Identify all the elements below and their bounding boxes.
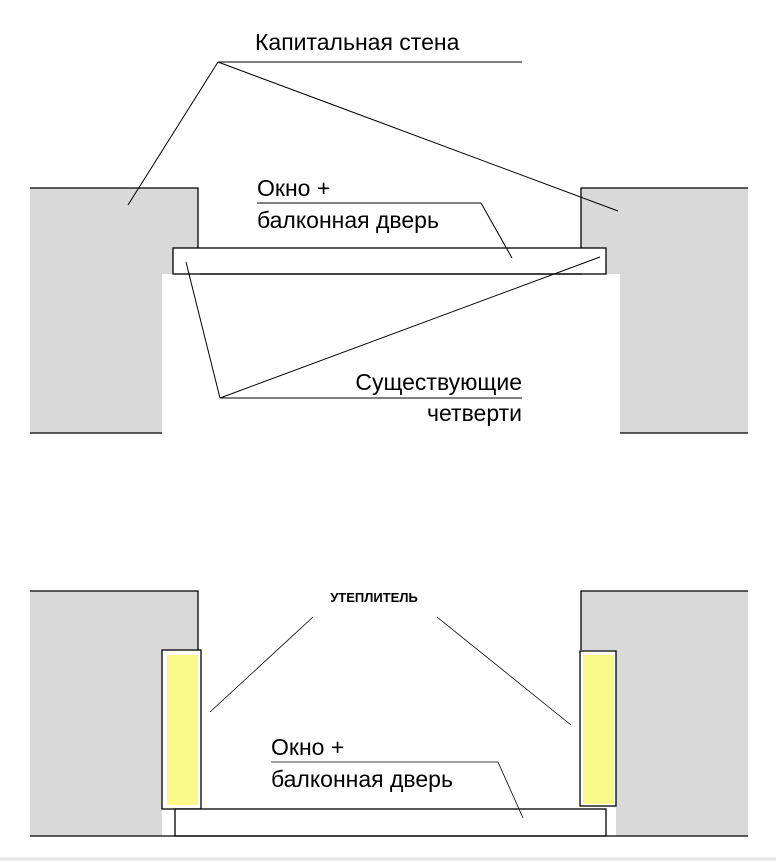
bottom-diagram: УТЕПЛИТЕЛЬ Окно + балконная дверь [30, 590, 748, 837]
window-label-line2: балконная дверь [271, 766, 453, 792]
window-label-line2: балконная дверь [257, 207, 439, 233]
right-wall [581, 188, 748, 433]
window-label-line1: Окно + [257, 175, 330, 201]
wall-label: Капитальная стена [255, 29, 460, 55]
quarters-label-line1: Существующие [355, 369, 522, 395]
window-label-line1: Окно + [271, 734, 344, 760]
left-wall [30, 188, 198, 433]
insulation-label: УТЕПЛИТЕЛЬ [330, 590, 418, 605]
left-wall [30, 591, 198, 836]
quarters-label-line2: четверти [427, 400, 522, 426]
left-insulation [167, 655, 198, 805]
right-insulation [583, 655, 614, 804]
top-diagram: Капитальная стена Окно + балконная дверь… [30, 29, 748, 434]
right-wall [581, 591, 748, 836]
window-frame [172, 247, 607, 275]
window-frame [174, 808, 607, 837]
